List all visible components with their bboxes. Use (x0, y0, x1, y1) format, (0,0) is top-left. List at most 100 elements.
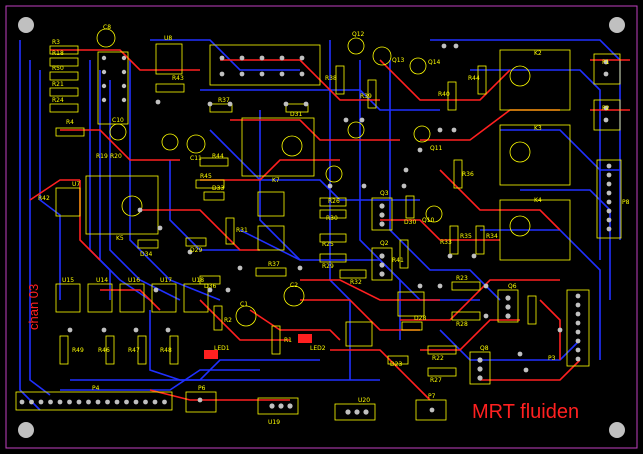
connector-p7-outline (415, 399, 447, 421)
regulator-u20-outline (334, 403, 376, 421)
diode-d36-outline (199, 275, 221, 285)
label-r43: R43 (172, 75, 184, 82)
label-r33: R33 (440, 239, 452, 246)
ic-u18-outline (183, 283, 209, 313)
pad (603, 71, 609, 77)
pad (278, 403, 284, 409)
relay-k2-outline (499, 49, 571, 111)
pad (606, 217, 612, 223)
resistor-r40-outline (447, 81, 457, 111)
pad (606, 181, 612, 187)
pad (379, 253, 385, 259)
pad (575, 320, 581, 326)
resistor-r46-outline (105, 335, 115, 365)
ic-u16-outline (119, 283, 145, 313)
pad (137, 207, 143, 213)
component-labels: C8 U8 R18 R50 R21 R24 R4 R19 R20 C10 R43… (38, 24, 630, 426)
connector-p4-outline (15, 391, 173, 411)
relay-coil-k7 (281, 135, 303, 157)
label-u16: U16 (128, 277, 140, 284)
pad (101, 69, 107, 75)
pad (152, 399, 158, 405)
label-k7: K7 (272, 177, 280, 184)
label-u15: U15 (62, 277, 74, 284)
pad (606, 208, 612, 214)
transistor-q11 (413, 125, 431, 143)
label-r40: R40 (438, 91, 450, 98)
label-u17: U17 (160, 277, 172, 284)
board-title: MRT fluiden (472, 401, 579, 423)
board-side-label: chan 03 (26, 284, 41, 330)
resistor-r28-outline (451, 311, 481, 321)
label-r27: R27 (430, 377, 442, 384)
label-p1: P1 (602, 59, 610, 66)
ic-u1-outline (257, 191, 285, 217)
pad (101, 55, 107, 61)
ic-u7-outline (55, 187, 81, 217)
transistor-q4 (347, 121, 365, 139)
pad (575, 347, 581, 353)
label-led1: LED1 (214, 345, 230, 352)
resistor-r23-outline (451, 281, 481, 291)
pad (345, 409, 351, 415)
label-q10: Q10 (422, 217, 435, 224)
pad (401, 183, 407, 189)
pad (239, 71, 245, 77)
pad (483, 313, 489, 319)
resistor-r41-outline (399, 239, 409, 269)
pad (417, 283, 423, 289)
pad (207, 287, 213, 293)
resistor-r1-outline (271, 325, 281, 355)
relay-coil-k3 (509, 141, 531, 163)
resistor-r39-outline (367, 79, 377, 109)
transistor-q8-outline (469, 351, 491, 385)
pad (575, 356, 581, 362)
pad (437, 127, 443, 133)
resistor-r44b-outline (477, 65, 487, 95)
resistor-r2-outline (213, 305, 223, 331)
pad (505, 295, 511, 301)
resistor-r44-outline (199, 157, 229, 167)
pad (57, 399, 63, 405)
label-r24: R24 (52, 97, 64, 104)
relay-k7-outline (241, 117, 315, 177)
pad (121, 97, 127, 103)
label-d36: D36 (204, 283, 216, 290)
label-p2: P2 (602, 105, 610, 112)
label-q3: Q3 (380, 190, 389, 197)
pad (279, 71, 285, 77)
pad (299, 71, 305, 77)
pad (143, 399, 148, 405)
pad (359, 117, 365, 123)
pad (67, 327, 73, 333)
pad (517, 351, 523, 357)
ic-u9-outline (345, 321, 373, 347)
led2 (298, 334, 312, 343)
pad (86, 399, 91, 405)
resistor-r43-outline (155, 83, 185, 93)
resistor-r34-outline (475, 225, 485, 255)
pad (477, 357, 483, 363)
pad (299, 55, 305, 61)
ic-u14-outline (87, 283, 113, 313)
ic-dip-outline (97, 51, 129, 125)
label-r46: R46 (98, 347, 110, 354)
pad (133, 399, 139, 405)
label-r35: R35 (460, 233, 472, 240)
label-r31: R31 (236, 227, 248, 234)
diode-d31-outline (285, 103, 309, 113)
pad (403, 167, 409, 173)
pad (557, 327, 563, 333)
resistor-r31-outline (225, 217, 235, 245)
pad (477, 366, 483, 372)
label-r37a: R37 (218, 97, 230, 104)
pad (417, 147, 423, 153)
capacitor-c7 (325, 165, 343, 183)
mounting-hole-tr (609, 17, 625, 33)
relay-coil-k6 (121, 195, 143, 217)
pad (343, 117, 349, 123)
pad (227, 101, 233, 107)
label-c2: C2 (290, 282, 298, 289)
transistor-q14 (409, 57, 427, 75)
